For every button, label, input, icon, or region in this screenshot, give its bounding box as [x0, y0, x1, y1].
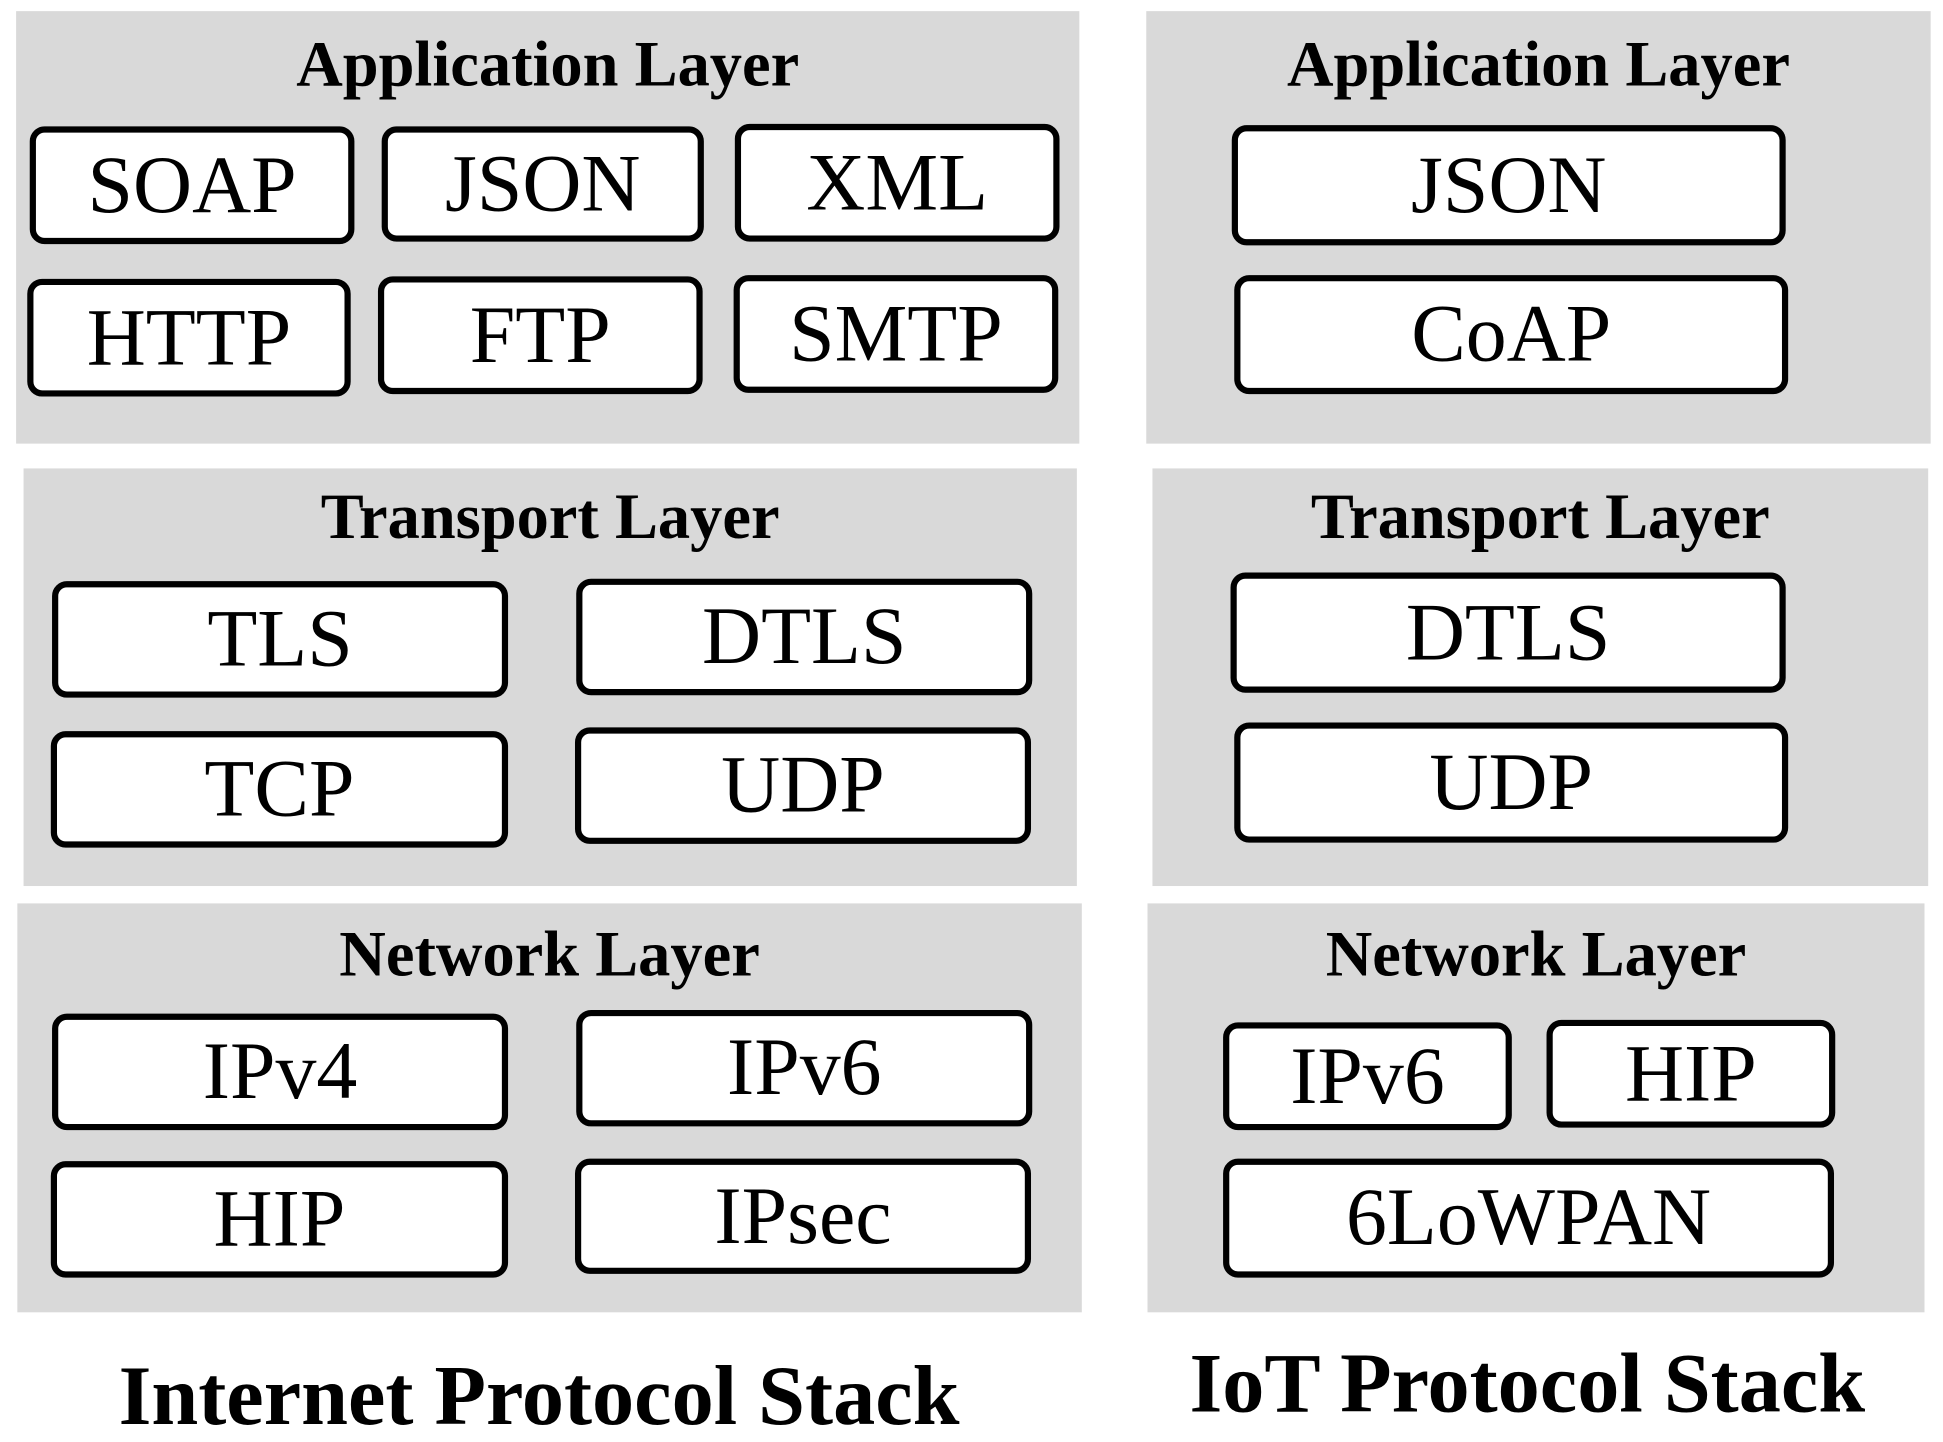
internet-stack-title: Internet Protocol Stack — [118, 1348, 960, 1442]
layer-title: Application Layer — [1286, 29, 1790, 101]
protocol-box: TCP — [50, 731, 509, 848]
protocol-box: FTP — [377, 276, 703, 395]
protocol-box: CoAP — [1234, 275, 1789, 395]
protocol-box: IPv6 — [1223, 1022, 1512, 1131]
protocol-box: IPv4 — [52, 1013, 509, 1131]
protocol-box: IPv6 — [576, 1009, 1033, 1127]
protocol-box: TLS — [52, 581, 509, 698]
protocol-box: DTLS — [576, 578, 1033, 696]
layer-title: Network Layer — [339, 919, 760, 991]
protocol-box: UDP — [574, 727, 1032, 844]
layer-title: Application Layer — [296, 29, 800, 101]
protocol-box: UDP — [1234, 722, 1789, 843]
layer-title: Network Layer — [1325, 919, 1747, 991]
protocol-box: DTLS — [1230, 572, 1786, 693]
protocol-box: SMTP — [733, 275, 1059, 393]
protocol-box: JSON — [381, 126, 704, 242]
layer-title: Transport Layer — [320, 482, 780, 553]
protocol-box: 6LoWPAN — [1223, 1158, 1835, 1278]
iot-stack-title: IoT Protocol Stack — [1189, 1335, 1866, 1431]
protocol-box: XML — [734, 123, 1060, 242]
protocol-box: HTTP — [27, 278, 351, 397]
protocol-box: IPsec — [574, 1158, 1032, 1274]
protocol-box: HIP — [1546, 1019, 1836, 1128]
layer-title: Transport Layer — [1310, 482, 1770, 553]
protocol-box: HIP — [50, 1161, 509, 1278]
protocol-box: SOAP — [29, 126, 355, 245]
protocol-box: JSON — [1231, 125, 1786, 246]
